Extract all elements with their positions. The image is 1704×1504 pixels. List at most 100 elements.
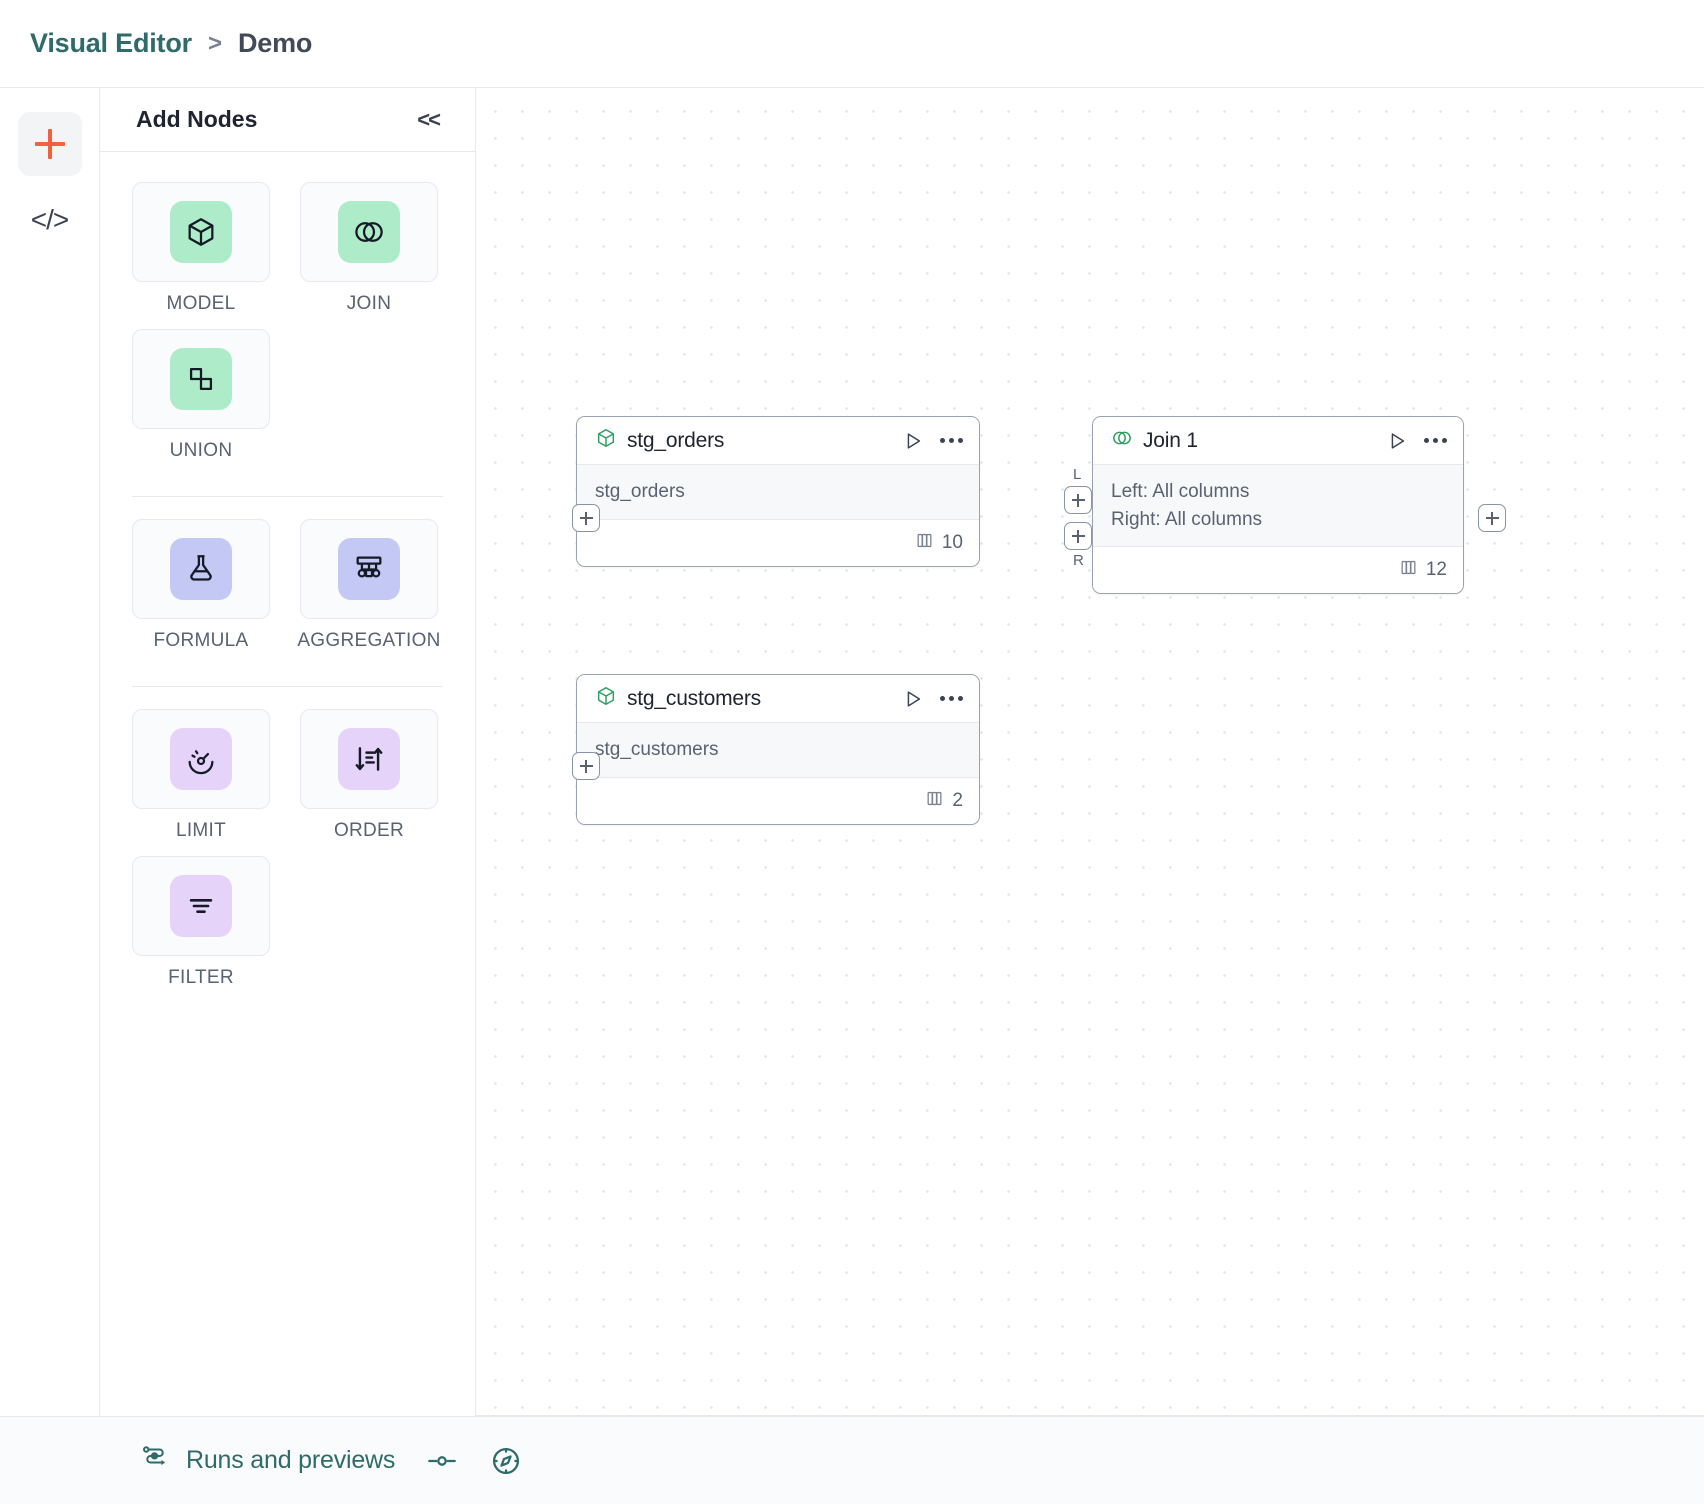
- code-rail-button[interactable]: </>: [18, 188, 82, 252]
- output-port-stg-orders[interactable]: [572, 504, 600, 532]
- output-port-join-1[interactable]: [1478, 504, 1506, 532]
- filter-icon: [170, 875, 232, 937]
- palette-label-limit: LIMIT: [175, 820, 227, 841]
- venn-icon: [1111, 427, 1133, 454]
- code-icon: </>: [30, 204, 69, 235]
- node-body-line-right: Right: All columns: [1111, 508, 1263, 530]
- flow-node-stg-orders[interactable]: stg_orders stg_orders: [576, 416, 980, 567]
- columns-icon: [925, 789, 944, 813]
- collapse-panel-icon[interactable]: <<: [417, 106, 441, 132]
- palette-tile-filter: [132, 856, 270, 956]
- node-actions-stg-customers: [902, 688, 963, 710]
- play-icon[interactable]: [902, 688, 924, 710]
- node-body-join-1: Left: All columns Right: All columns: [1093, 465, 1463, 548]
- node-body-stg-customers: stg_customers: [577, 723, 979, 778]
- output-port-stg-customers[interactable]: [572, 752, 600, 780]
- add-nodes-panel: Add Nodes << MODEL: [100, 88, 476, 1416]
- palette-divider-1: [132, 496, 443, 497]
- flow-canvas[interactable]: stg_orders stg_orders: [476, 88, 1704, 1416]
- gauge-icon: [170, 728, 232, 790]
- app-header: Visual Editor > Demo: [0, 0, 1704, 88]
- main-body: </> Add Nodes <<: [0, 88, 1704, 1416]
- venn-icon: [338, 201, 400, 263]
- port-label-left: L: [1073, 466, 1082, 483]
- node-body-stg-orders: stg_orders: [577, 465, 979, 520]
- node-column-count: 2: [952, 789, 963, 811]
- palette-label-order: ORDER: [333, 820, 405, 841]
- node-body-line-left: Left: All columns: [1111, 481, 1250, 502]
- node-palette: MODEL JOIN: [100, 152, 475, 1003]
- node-title-stg-orders: stg_orders: [627, 428, 725, 452]
- cube-icon: [595, 685, 617, 712]
- add-nodes-header: Add Nodes <<: [100, 88, 475, 152]
- union-icon: [170, 348, 232, 410]
- node-actions-join-1: [1386, 430, 1447, 452]
- palette-item-formula[interactable]: FORMULA: [132, 519, 270, 652]
- node-body-line: stg_customers: [595, 739, 719, 760]
- node-title-stg-customers: stg_customers: [627, 686, 761, 710]
- flow-icon: [140, 1443, 170, 1478]
- plus-icon: [34, 129, 65, 159]
- node-header-stg-orders: stg_orders: [577, 417, 979, 465]
- more-icon[interactable]: [940, 438, 963, 443]
- panel-title: Add Nodes: [136, 106, 258, 132]
- input-port-join-left[interactable]: [1064, 486, 1092, 514]
- node-title-join-1: Join 1: [1143, 428, 1198, 452]
- palette-label-model: MODEL: [166, 293, 236, 314]
- node-footer-join-1: 12: [1093, 547, 1463, 594]
- palette-label-filter: FILTER: [168, 967, 234, 988]
- input-port-join-right[interactable]: [1064, 522, 1092, 550]
- columns-icon: [1399, 558, 1418, 582]
- port-label-right: R: [1073, 552, 1084, 569]
- palette-label-formula: FORMULA: [153, 630, 249, 651]
- palette-item-join[interactable]: JOIN: [300, 182, 438, 315]
- more-icon[interactable]: [1424, 438, 1447, 443]
- slider-icon[interactable]: [425, 1444, 459, 1478]
- palette-item-order[interactable]: ORDER: [300, 709, 438, 842]
- node-actions-stg-orders: [902, 430, 963, 452]
- palette-item-union[interactable]: UNION: [132, 329, 270, 462]
- node-header-stg-customers: stg_customers: [577, 675, 979, 723]
- flow-node-stg-customers[interactable]: stg_customers stg_customers: [576, 674, 980, 825]
- palette-item-limit[interactable]: LIMIT: [132, 709, 270, 842]
- add-node-rail-button[interactable]: [17, 112, 82, 176]
- runs-and-previews-label: Runs and previews: [186, 1446, 396, 1474]
- compass-icon[interactable]: [489, 1444, 523, 1478]
- palette-group-transforms: FORMULA AGGREGATIO: [132, 519, 443, 666]
- node-body-line: stg_orders: [595, 481, 685, 502]
- cube-icon: [170, 201, 232, 263]
- palette-group-sources: MODEL JOIN: [132, 182, 443, 476]
- columns-icon: [915, 531, 934, 555]
- node-column-count: 10: [941, 531, 963, 553]
- palette-tile-order: [300, 709, 438, 809]
- palette-tile-model: [132, 182, 270, 282]
- palette-tile-limit: [132, 709, 270, 809]
- edge-layer: [476, 88, 776, 238]
- breadcrumb-visual-editor[interactable]: Visual Editor: [30, 28, 192, 58]
- breadcrumb-separator: >: [207, 29, 222, 57]
- palette-tile-aggregation: [300, 519, 438, 619]
- bottom-toolbar: Runs and previews: [0, 1416, 1704, 1504]
- palette-divider-2: [132, 686, 443, 687]
- node-footer-stg-customers: 2: [577, 777, 979, 824]
- flask-icon: [170, 538, 232, 600]
- more-icon[interactable]: [940, 696, 963, 701]
- play-icon[interactable]: [902, 430, 924, 452]
- palette-label-join: JOIN: [346, 293, 392, 314]
- node-footer-stg-orders: 10: [577, 519, 979, 566]
- palette-item-aggregation[interactable]: AGGREGATION: [297, 519, 441, 652]
- palette-tile-union: [132, 329, 270, 429]
- flow-node-join-1[interactable]: Join 1 Left: All columns Right: All colu…: [1092, 416, 1464, 595]
- play-icon[interactable]: [1386, 430, 1408, 452]
- breadcrumb-demo: Demo: [237, 28, 313, 58]
- palette-item-model[interactable]: MODEL: [132, 182, 270, 315]
- node-header-join-1: Join 1: [1093, 417, 1463, 465]
- sort-icon: [338, 728, 400, 790]
- hierarchy-icon: [338, 538, 400, 600]
- palette-label-aggregation: AGGREGATION: [297, 630, 441, 651]
- runs-and-previews-button[interactable]: Runs and previews: [140, 1443, 395, 1478]
- palette-label-union: UNION: [169, 440, 233, 461]
- palette-item-filter[interactable]: FILTER: [132, 856, 270, 989]
- left-rail: </>: [0, 88, 100, 1416]
